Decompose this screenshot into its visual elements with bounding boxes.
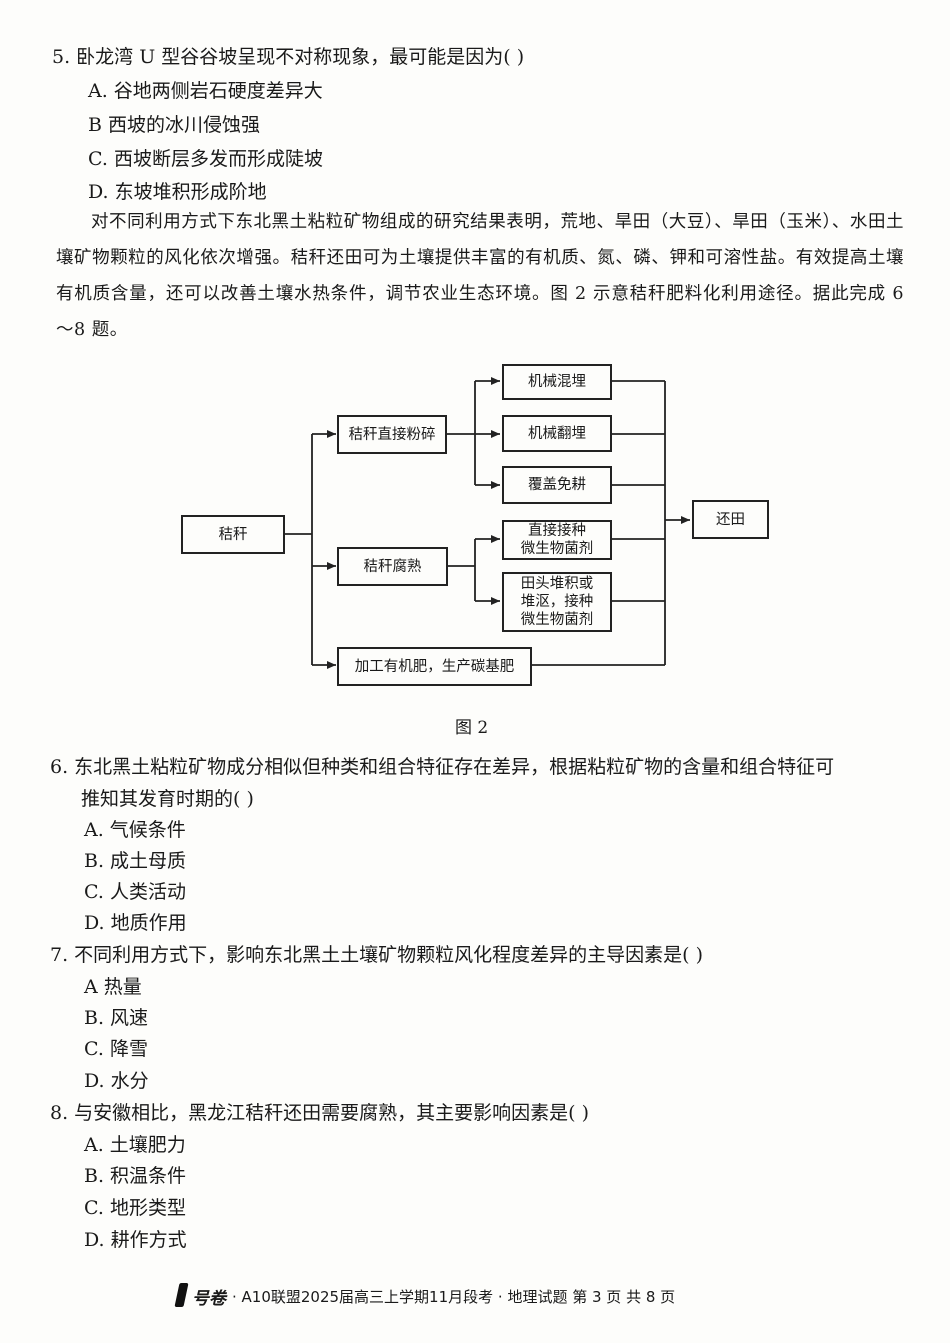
q6-option-c: C. 人类活动 bbox=[84, 881, 186, 903]
question-7-stem: 7. 不同利用方式下，影响东北黑土土壤矿物颗粒风化程度差异的主导因素是( ) bbox=[50, 944, 704, 966]
question-6-stem-line2: 推知其发育时期的( ) bbox=[81, 788, 254, 810]
flow-diagram-connectors bbox=[285, 377, 690, 669]
reading-passage: 对不同利用方式下东北黑土粘粒矿物组成的研究结果表明，荒地、旱田（大豆）、旱田（玉… bbox=[56, 212, 904, 340]
node-cover-no-till: 覆盖免耕 bbox=[502, 466, 612, 504]
node-straw: 秸秆 bbox=[181, 515, 285, 554]
question-8-stem: 8. 与安徽相比，黑龙江秸秆还田需要腐熟，其主要影响因素是( ) bbox=[50, 1102, 590, 1124]
q7-option-a: A 热量 bbox=[84, 976, 142, 998]
q6-option-d: D. 地质作用 bbox=[84, 912, 187, 934]
q7-option-d: D. 水分 bbox=[84, 1070, 149, 1092]
question-6-stem-line1: 6. 东北黑土粘粒矿物成分相似但种类和组合特征存在差异，根据粘粒矿物的含量和组合… bbox=[50, 756, 835, 778]
brand-logo-icon bbox=[174, 1283, 189, 1307]
q5-option-c: C. 西坡断层多发而形成陡坡 bbox=[88, 148, 323, 170]
q5-option-d: D. 东坡堆积形成阶地 bbox=[88, 181, 267, 203]
node-direct-inoculation: 直接接种 微生物菌剂 bbox=[502, 520, 612, 560]
node-organic-fertilizer: 加工有机肥，生产碳基肥 bbox=[337, 647, 532, 686]
footer-brand: 号卷 bbox=[192, 1289, 226, 1309]
footer-text: · A10联盟2025届高三上学期11月段考 · 地理试题 第 3 页 共 8 … bbox=[232, 1288, 676, 1306]
q8-option-b: B. 积温条件 bbox=[84, 1165, 187, 1187]
q8-option-d: D. 耕作方式 bbox=[84, 1229, 187, 1251]
q6-option-b: B. 成土母质 bbox=[84, 850, 187, 872]
q7-option-c: C. 降雪 bbox=[84, 1038, 148, 1060]
figure-caption: 图 2 bbox=[455, 718, 489, 738]
q6-option-a: A. 气候条件 bbox=[84, 819, 186, 841]
q7-option-b: B. 风速 bbox=[84, 1007, 149, 1029]
q5-option-a: A. 谷地两侧岩石硬度差异大 bbox=[88, 80, 323, 102]
node-straw-rotting: 秸秆腐熟 bbox=[337, 547, 448, 586]
q8-option-a: A. 土壤肥力 bbox=[84, 1134, 186, 1156]
node-direct-crush: 秸秆直接粉碎 bbox=[337, 415, 447, 454]
node-mechanical-mixing: 机械混埋 bbox=[502, 364, 612, 400]
question-5-stem: 5. 卧龙湾 U 型谷谷坡呈现不对称现象，最可能是因为( ) bbox=[52, 46, 525, 68]
node-return-to-field: 还田 bbox=[692, 500, 769, 539]
node-mechanical-turning: 机械翻埋 bbox=[502, 415, 612, 452]
q8-option-c: C. 地形类型 bbox=[84, 1197, 186, 1219]
node-field-pile-inoculation: 田头堆积或 堆沤，接种 微生物菌剂 bbox=[502, 572, 612, 632]
q5-option-b: B 西坡的冰川侵蚀强 bbox=[88, 114, 261, 136]
